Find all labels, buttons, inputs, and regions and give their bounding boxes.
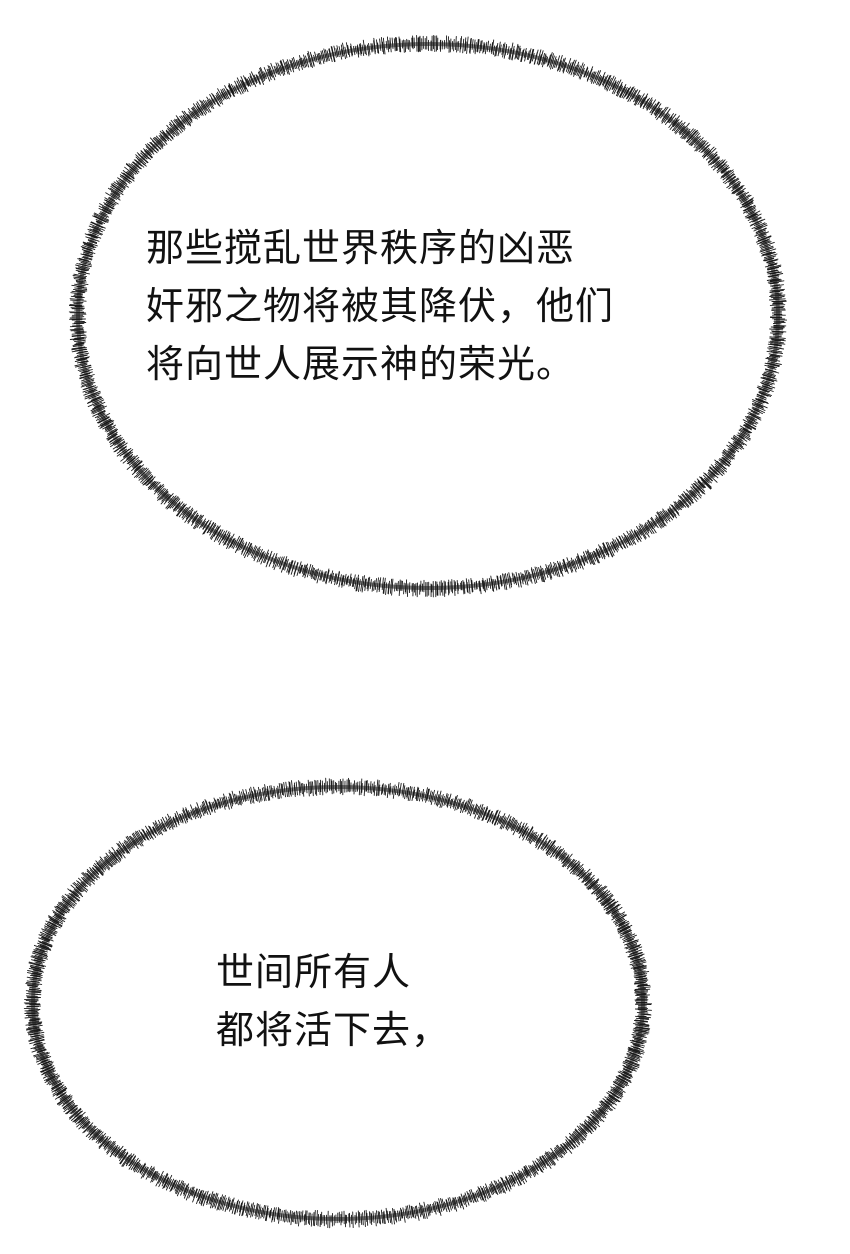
speech-bubble-1-line-1: 那些搅乱世界秩序的凶恶: [146, 226, 576, 270]
speech-bubble-1-line-3: 将向世人展示神的荣光。: [146, 342, 576, 386]
speech-bubble-2-line-2: 都将活下去，: [216, 1008, 451, 1052]
speech-bubble-1-text: 那些搅乱世界秩序的凶恶 奸邪之物将被其降伏，他们 将向世人展示神的荣光。: [146, 219, 614, 393]
speech-bubble-1: [68, 34, 788, 598]
speech-bubble-1-line-2: 奸邪之物将被其降伏，他们: [146, 284, 615, 328]
speech-bubble-2-fuzzy-border: [23, 777, 653, 1229]
speech-bubble-1-fuzzy-border: [68, 34, 788, 598]
speech-bubble-2-line-1: 世间所有人: [216, 950, 412, 994]
speech-bubble-2-text: 世间所有人 都将活下去，: [216, 943, 450, 1059]
speech-bubble-2: [23, 777, 653, 1229]
